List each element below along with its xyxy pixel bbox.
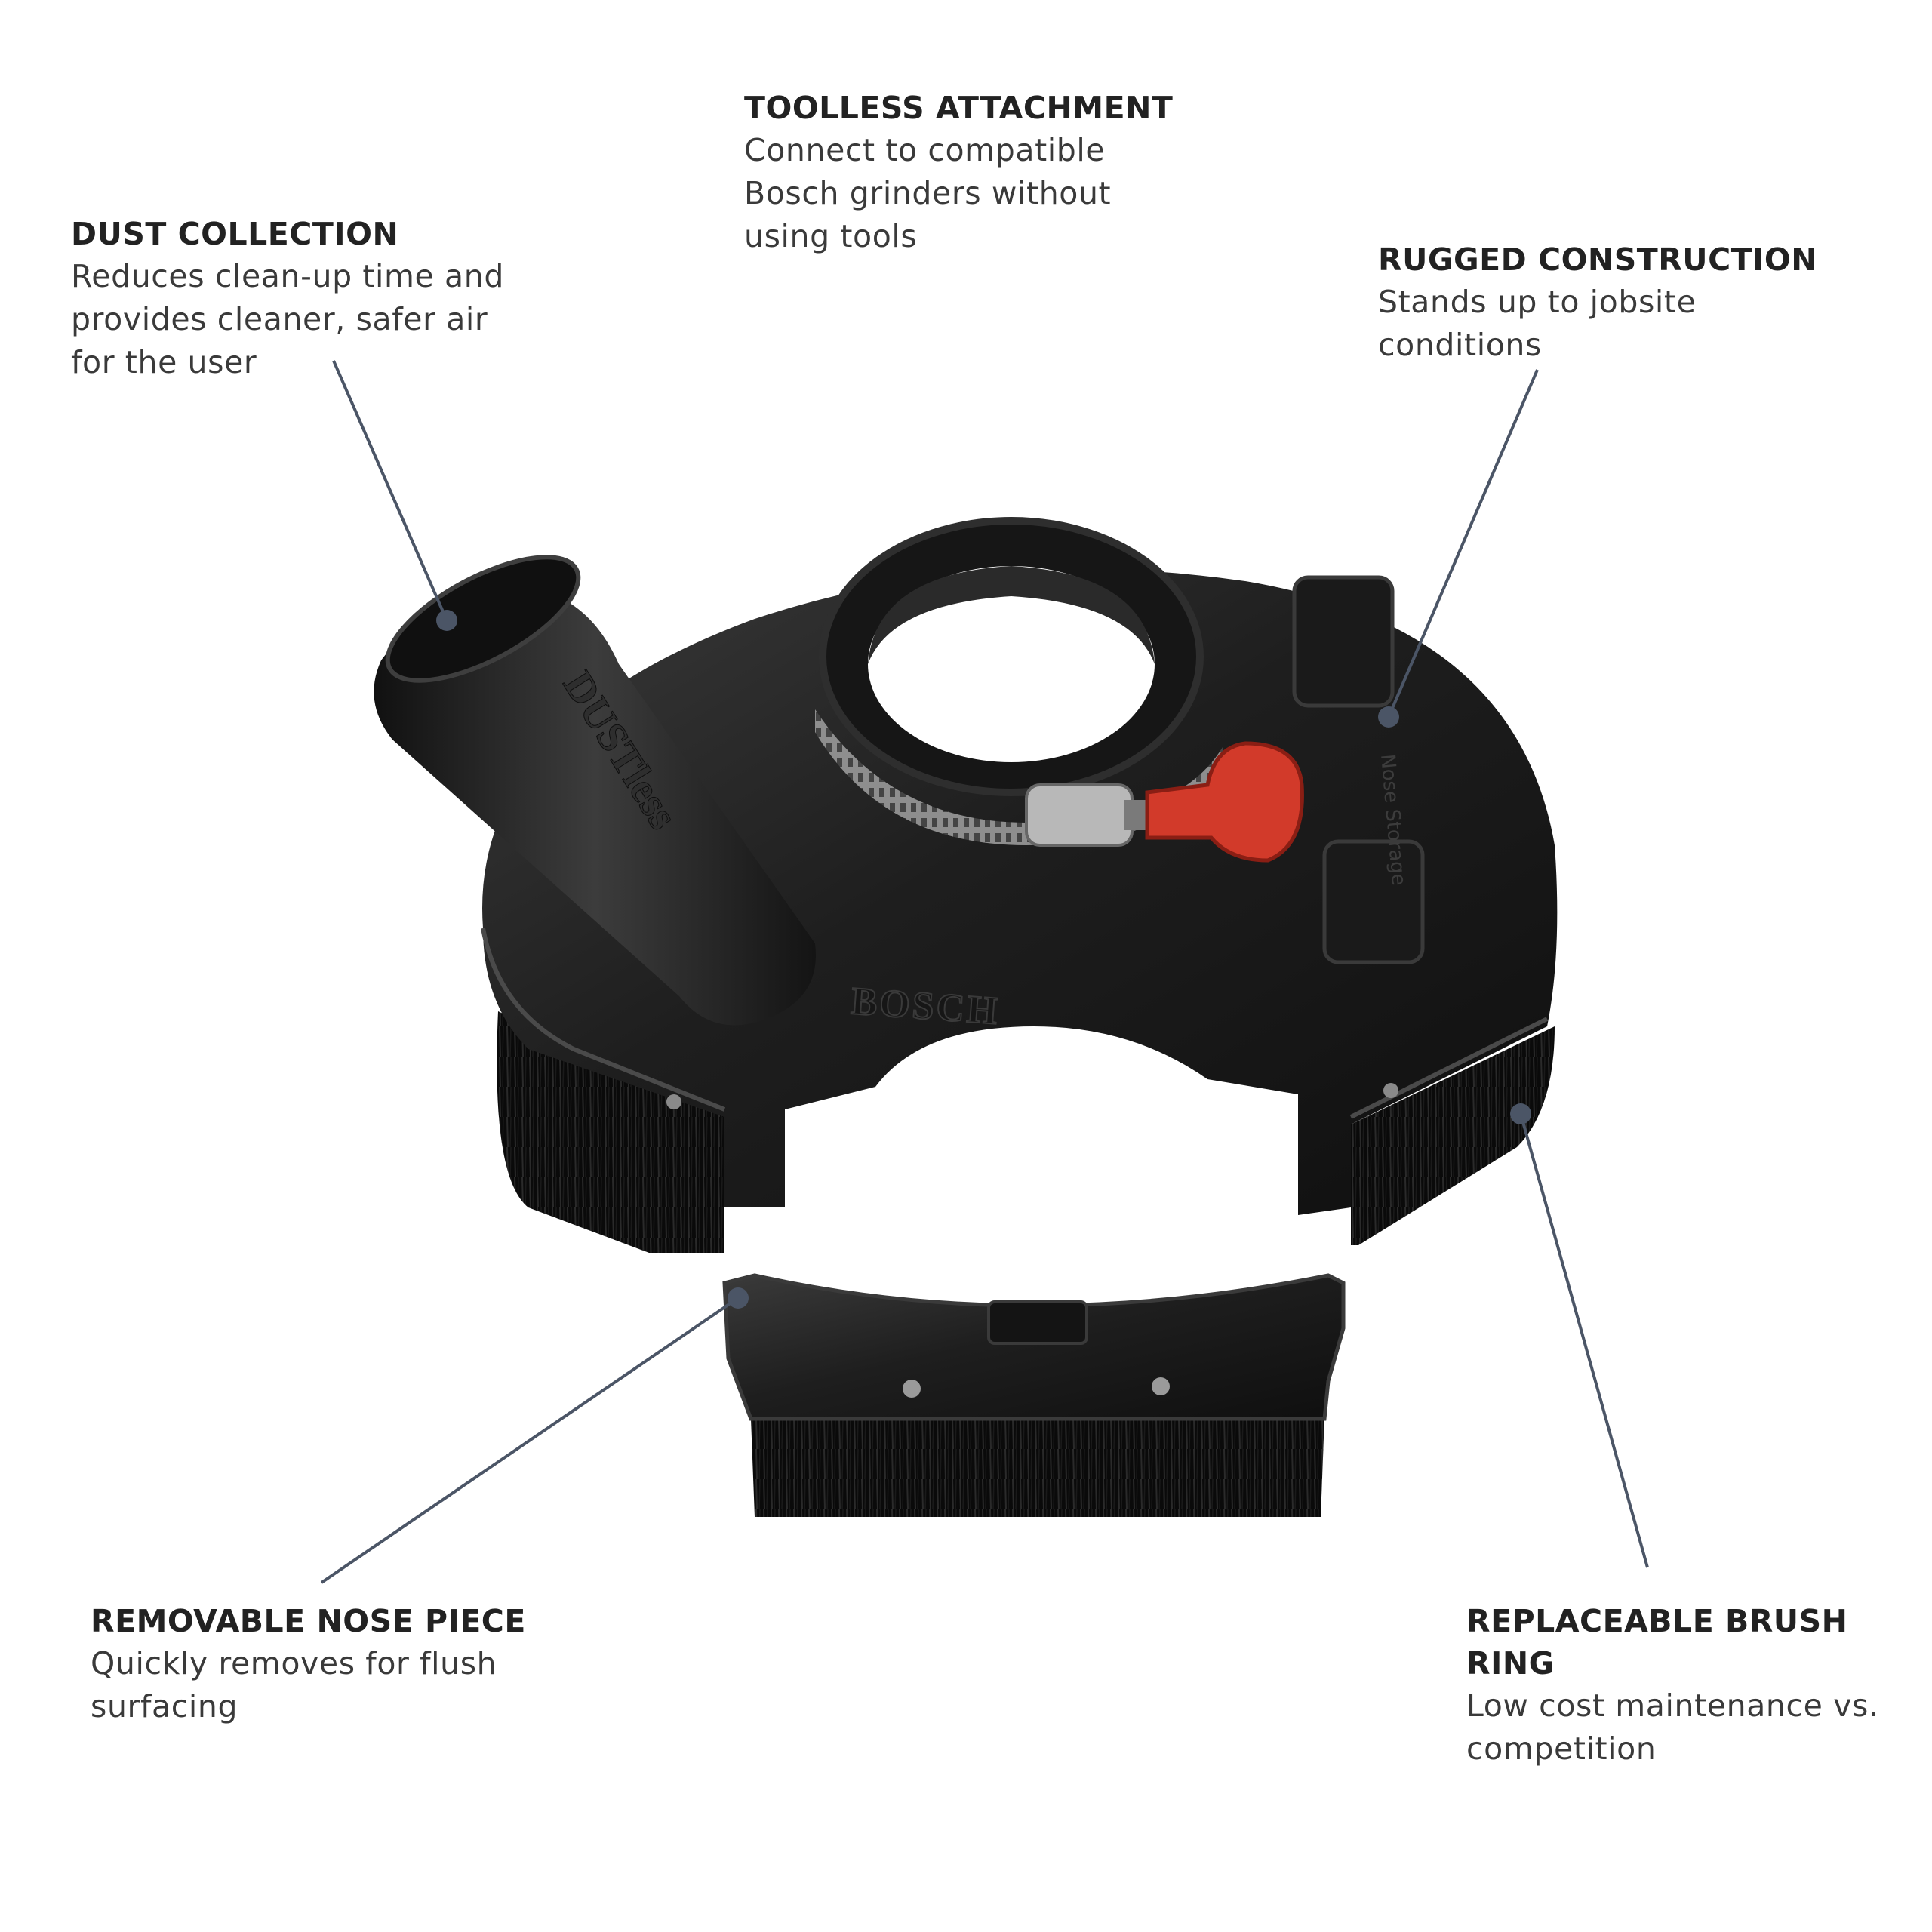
callout-line: using tools — [744, 218, 918, 254]
clamp-key — [1145, 741, 1304, 863]
callout-line: Quickly removes for flush — [91, 1645, 497, 1681]
callout-line: competition — [1466, 1730, 1657, 1767]
nose-piece-screw-right — [1152, 1377, 1170, 1395]
callout-title: RUGGED CONSTRUCTION — [1378, 242, 1818, 278]
callout-line: Bosch grinders without — [744, 175, 1112, 211]
callout-rugged-construction: RUGGED CONSTRUCTION Stands up to jobsite… — [1378, 238, 1861, 367]
nose-piece-screw-left — [903, 1380, 921, 1398]
storage-lug-bottom — [1322, 839, 1425, 964]
brush-ring-right — [1351, 1026, 1555, 1245]
callout-title: REPLACEABLE BRUSH — [1466, 1603, 1848, 1639]
shroud-body — [482, 568, 1558, 1215]
collar-wall — [868, 566, 1155, 664]
rivet-left — [666, 1094, 681, 1109]
leader-dot-brush — [1510, 1103, 1531, 1124]
leader-rugged — [1387, 369, 1539, 718]
storage-lug-top — [1292, 575, 1395, 708]
callout-line: Stands up to jobsite — [1378, 284, 1697, 320]
leader-dust — [332, 360, 448, 621]
callout-line: Low cost maintenance vs. — [1466, 1687, 1879, 1724]
leader-brush — [1519, 1113, 1649, 1568]
brush-ring — [497, 1011, 724, 1253]
collar-inner — [868, 566, 1155, 762]
dust-port-opening — [385, 555, 581, 683]
callout-title: TOOLLESS ATTACHMENT — [744, 90, 1174, 126]
leader-dot-nose — [728, 1287, 749, 1309]
leader-nose — [320, 1297, 740, 1584]
nose-piece-brush — [751, 1419, 1324, 1517]
nose-piece-tab — [987, 1300, 1088, 1345]
leader-dot-rugged — [1378, 706, 1399, 728]
rivet-right — [1383, 1083, 1398, 1098]
nose-piece-body — [722, 1273, 1346, 1421]
callout-dust-collection: DUST COLLECTION Reduces clean-up time an… — [71, 213, 539, 384]
leader-dots — [436, 610, 1531, 1309]
clamp-band — [815, 709, 1223, 845]
callout-line: Reduces clean-up time and — [71, 258, 504, 294]
leader-dot-dust — [436, 610, 457, 631]
callout-toolless-attachment: TOOLLESS ATTACHMENT Connect to compatibl… — [744, 87, 1212, 258]
callout-line: surfacing — [91, 1688, 238, 1724]
callout-title: DUST COLLECTION — [71, 216, 399, 252]
callout-line: for the user — [71, 344, 257, 380]
clamp-housing — [1025, 783, 1134, 847]
callout-line: provides cleaner, safer air — [71, 301, 488, 337]
callout-title: RING — [1466, 1645, 1555, 1681]
shroud-rim — [481, 928, 1549, 1119]
callout-replaceable-brush-ring: REPLACEABLE BRUSH RING Low cost maintena… — [1466, 1600, 1889, 1770]
callout-line: Connect to compatible — [744, 132, 1106, 168]
callout-removable-nose-piece: REMOVABLE NOSE PIECE Quickly removes for… — [91, 1600, 574, 1728]
callout-title: REMOVABLE NOSE PIECE — [91, 1603, 526, 1639]
callout-line: conditions — [1378, 327, 1542, 363]
leader-lines — [320, 360, 1649, 1584]
dust-port — [374, 586, 816, 1026]
